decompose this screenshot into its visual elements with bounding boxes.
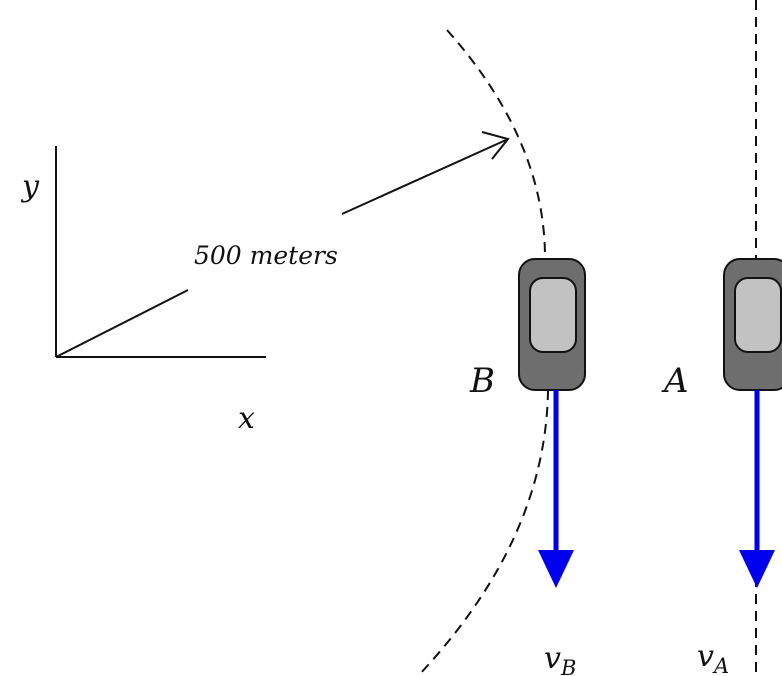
curved-road-lower	[417, 389, 549, 676]
velocity-arrow-b-head	[538, 550, 574, 588]
car-b-window	[529, 277, 577, 353]
velocity-label-b-symbol: v	[544, 641, 561, 676]
radius-line-upper	[341, 139, 507, 215]
velocity-arrow-a-head	[739, 550, 775, 588]
x-axis-label: x	[238, 401, 255, 436]
car-b-label: B	[469, 361, 495, 401]
car-b: B	[469, 258, 586, 401]
y-axis-label: y	[20, 169, 40, 204]
radius-label: 500 meters	[194, 241, 338, 270]
velocity-label-a: vA	[697, 639, 729, 676]
velocity-arrow-a	[739, 390, 775, 588]
velocity-label-b: vB	[544, 641, 576, 676]
curved-road-path	[417, 29, 549, 676]
velocity-label-a-subscript: A	[712, 654, 729, 676]
car-a-window	[734, 277, 782, 353]
velocity-label-a-symbol: v	[697, 639, 714, 674]
velocity-arrow-b	[538, 390, 574, 588]
car-a-label: A	[661, 361, 689, 401]
car-a: A	[661, 258, 782, 401]
radius-line-lower	[55, 289, 189, 358]
velocity-label-b-subscript: B	[560, 656, 576, 676]
coordinate-axes: y x	[20, 146, 266, 436]
curved-road-upper	[446, 29, 546, 259]
radius-indicator: 500 meters	[55, 131, 510, 358]
radius-arrowhead	[481, 131, 510, 160]
